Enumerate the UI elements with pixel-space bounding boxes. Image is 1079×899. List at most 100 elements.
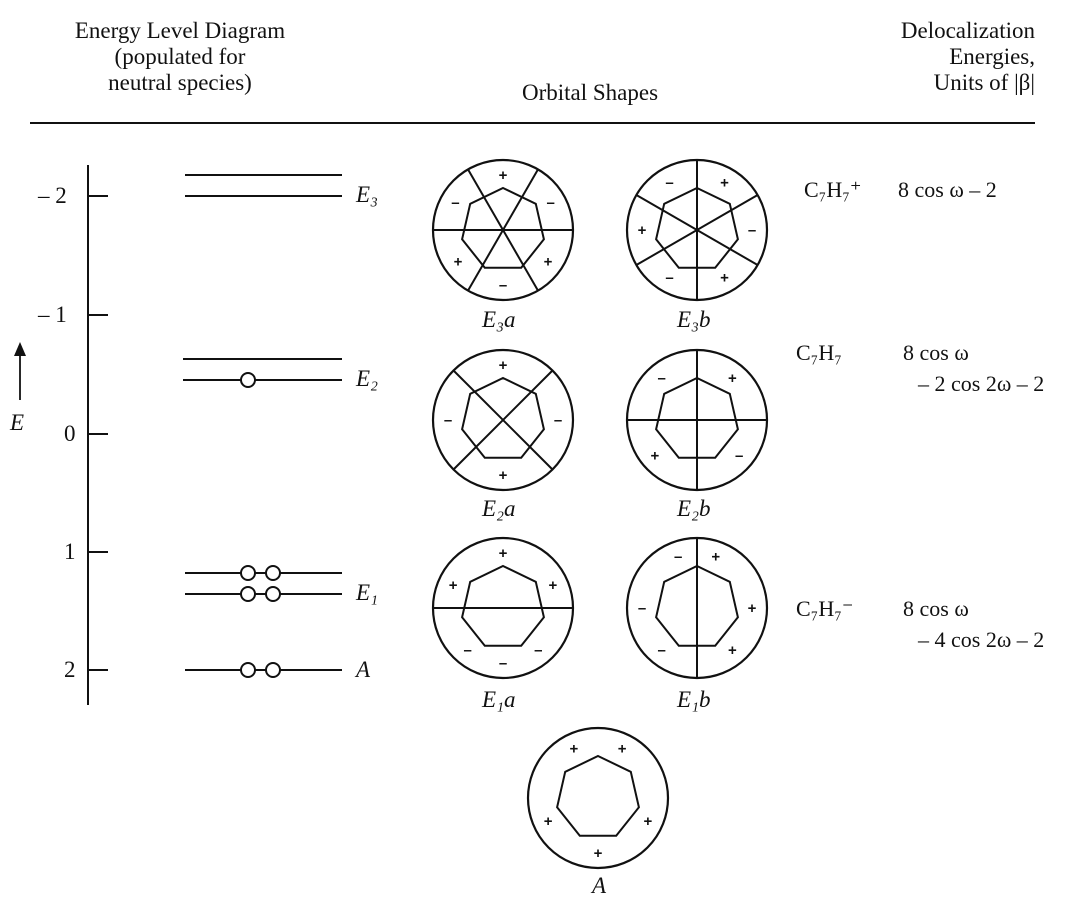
orbital-e2a-node-1 bbox=[452, 369, 554, 471]
orbital-e2b-sign-2: + bbox=[650, 447, 659, 464]
orbital-e3b-sign-4: – bbox=[665, 270, 673, 287]
orbital-e2a-sign-3: + bbox=[499, 467, 508, 484]
orbital-a-sign-3: + bbox=[643, 813, 652, 830]
electron-a-1 bbox=[240, 662, 256, 678]
orbital-e1a-sign-0: + bbox=[499, 545, 508, 562]
header-energy-level-diagram: Energy Level Diagram (populated for neut… bbox=[30, 18, 330, 96]
orbital-e3a-heptagon bbox=[461, 186, 545, 269]
orbital-e3a-sign-3: + bbox=[454, 254, 463, 271]
orbital-e3b-sign-5: + bbox=[720, 270, 729, 287]
deloc-cation-expr: 8 cos ω – 2 bbox=[898, 177, 997, 202]
orbital-a-circle bbox=[526, 726, 670, 870]
electron-e1-lower-2 bbox=[265, 586, 281, 602]
orbital-shapes: + – – + + – – + + – – + + – – + – + + – + + + – – – – + – + – + + + + + + bbox=[431, 158, 769, 870]
deloc-radical-species: C₇H₇ bbox=[796, 340, 842, 365]
orbital-e1a-sign-5: – bbox=[499, 655, 507, 672]
orbital-label-e1b: E₁b bbox=[677, 687, 711, 712]
orbital-label-a: A bbox=[592, 873, 607, 898]
orbital-a-heptagon bbox=[556, 754, 640, 837]
orbital-e3a-sign-0: + bbox=[499, 167, 508, 184]
electrons bbox=[240, 372, 281, 678]
level-label-e1: E₁ bbox=[356, 580, 379, 605]
orbital-e1a-sign-2: + bbox=[548, 577, 557, 594]
energy-levels bbox=[183, 174, 342, 671]
header-rule bbox=[30, 122, 1035, 124]
orbital-e2b-sign-1: + bbox=[728, 370, 737, 387]
orbital-e3b-sign-3: – bbox=[748, 222, 756, 239]
header-left-line-1: Energy Level Diagram bbox=[74, 18, 286, 43]
tick-label-minus-2: – 2 bbox=[38, 183, 67, 208]
energy-axis-label: E bbox=[10, 410, 25, 435]
header-right-line-2: Energies, bbox=[949, 44, 1035, 69]
orbital-e2a-sign-2: – bbox=[554, 412, 562, 429]
deloc-radical-expr-1: 8 cos ω bbox=[903, 340, 969, 365]
orbital-label-e2a: E₂a bbox=[482, 496, 516, 521]
orbital-e1a: + + + – – – bbox=[431, 536, 575, 680]
tick-label-2: 2 bbox=[64, 657, 76, 682]
orbital-e1b-sign-3: + bbox=[748, 600, 757, 617]
orbital-e3b: – + + – – + bbox=[625, 158, 769, 302]
electron-e1-lower-1 bbox=[240, 586, 256, 602]
orbital-e3a-sign-1: – bbox=[451, 195, 459, 212]
orbital-e3b-node-2 bbox=[635, 194, 759, 266]
orbital-e3a-sign-4: + bbox=[544, 254, 553, 271]
orbital-e3a: + – – + + – bbox=[431, 158, 575, 302]
orbital-e1a-sign-1: + bbox=[449, 577, 458, 594]
orbital-label-e3b: E₃b bbox=[677, 307, 711, 332]
orbital-e2a-heptagon bbox=[461, 376, 545, 459]
orbital-e1b-sign-1: + bbox=[711, 548, 720, 565]
electron-a-2 bbox=[265, 662, 281, 678]
header-right-line-1: Delocalization bbox=[900, 18, 1035, 43]
header-orbital-shapes: Orbital Shapes bbox=[521, 80, 659, 105]
header-right-line-3: Units of |β| bbox=[933, 70, 1035, 95]
orbital-e1b-sign-5: + bbox=[728, 642, 737, 659]
orbital-e1a-heptagon bbox=[461, 564, 545, 647]
electron-e1-upper-1 bbox=[240, 565, 256, 581]
orbital-e2b-sign-3: – bbox=[735, 447, 743, 464]
orbital-e1a-sign-4: – bbox=[534, 642, 542, 659]
orbital-e1b-sign-2: – bbox=[638, 600, 646, 617]
orbital-e1b-sign-4: – bbox=[657, 642, 665, 659]
orbital-a-sign-4: + bbox=[594, 845, 603, 862]
orbital-a-sign-2: + bbox=[544, 813, 553, 830]
axis-ticks bbox=[88, 195, 108, 671]
orbital-a: + + + + + bbox=[526, 726, 670, 870]
tick-label-1: 1 bbox=[64, 539, 76, 564]
orbital-a-sign-0: + bbox=[570, 741, 579, 758]
orbital-e2b-sign-0: – bbox=[657, 370, 665, 387]
header-left-line-3: neutral species) bbox=[108, 70, 252, 95]
orbital-e3a-sign-5: – bbox=[499, 277, 507, 294]
header-delocalization-energies: Delocalization Energies, Units of |β| bbox=[815, 18, 1035, 96]
tick-label-minus-1: – 1 bbox=[38, 302, 67, 327]
orbital-e2a-sign-0: + bbox=[499, 357, 508, 374]
orbital-e2a: + – – + bbox=[431, 348, 575, 492]
electron-e2 bbox=[240, 372, 256, 388]
deloc-anion-expr-2: – 4 cos 2ω – 2 bbox=[918, 627, 1045, 652]
level-label-a: A bbox=[356, 657, 371, 682]
orbital-e3b-sign-1: + bbox=[720, 174, 729, 191]
tick-label-0: 0 bbox=[64, 421, 76, 446]
energy-arrow-head bbox=[14, 342, 26, 356]
orbital-e2b: – + + – bbox=[625, 348, 769, 492]
orbital-e1b-sign-0: – bbox=[674, 548, 682, 565]
deloc-anion-expr-1: 8 cos ω bbox=[903, 596, 969, 621]
orbital-e3b-sign-2: + bbox=[638, 222, 647, 239]
level-label-e3: E₃ bbox=[356, 182, 379, 207]
orbital-label-e3a: E₃a bbox=[482, 307, 516, 332]
electron-e1-upper-2 bbox=[265, 565, 281, 581]
orbital-label-e2b: E₂b bbox=[677, 496, 711, 521]
orbital-e3a-sign-2: – bbox=[546, 195, 554, 212]
orbital-e1a-sign-3: – bbox=[463, 642, 471, 659]
level-label-e2: E₂ bbox=[356, 366, 379, 391]
deloc-cation-species: C₇H₇⁺ bbox=[804, 177, 862, 202]
orbital-e2a-sign-1: – bbox=[444, 412, 452, 429]
orbital-label-e1a: E₁a bbox=[482, 687, 516, 712]
orbital-e3b-sign-0: – bbox=[665, 174, 673, 191]
orbital-e1b: – + – + – + bbox=[625, 536, 769, 680]
deloc-anion-species: C₇H₇⁻ bbox=[796, 596, 854, 621]
header-left-line-2: (populated for bbox=[114, 44, 246, 69]
orbital-a-sign-1: + bbox=[618, 741, 627, 758]
orbital-e2a-circle bbox=[431, 348, 575, 492]
deloc-radical-expr-2: – 2 cos 2ω – 2 bbox=[918, 371, 1045, 396]
